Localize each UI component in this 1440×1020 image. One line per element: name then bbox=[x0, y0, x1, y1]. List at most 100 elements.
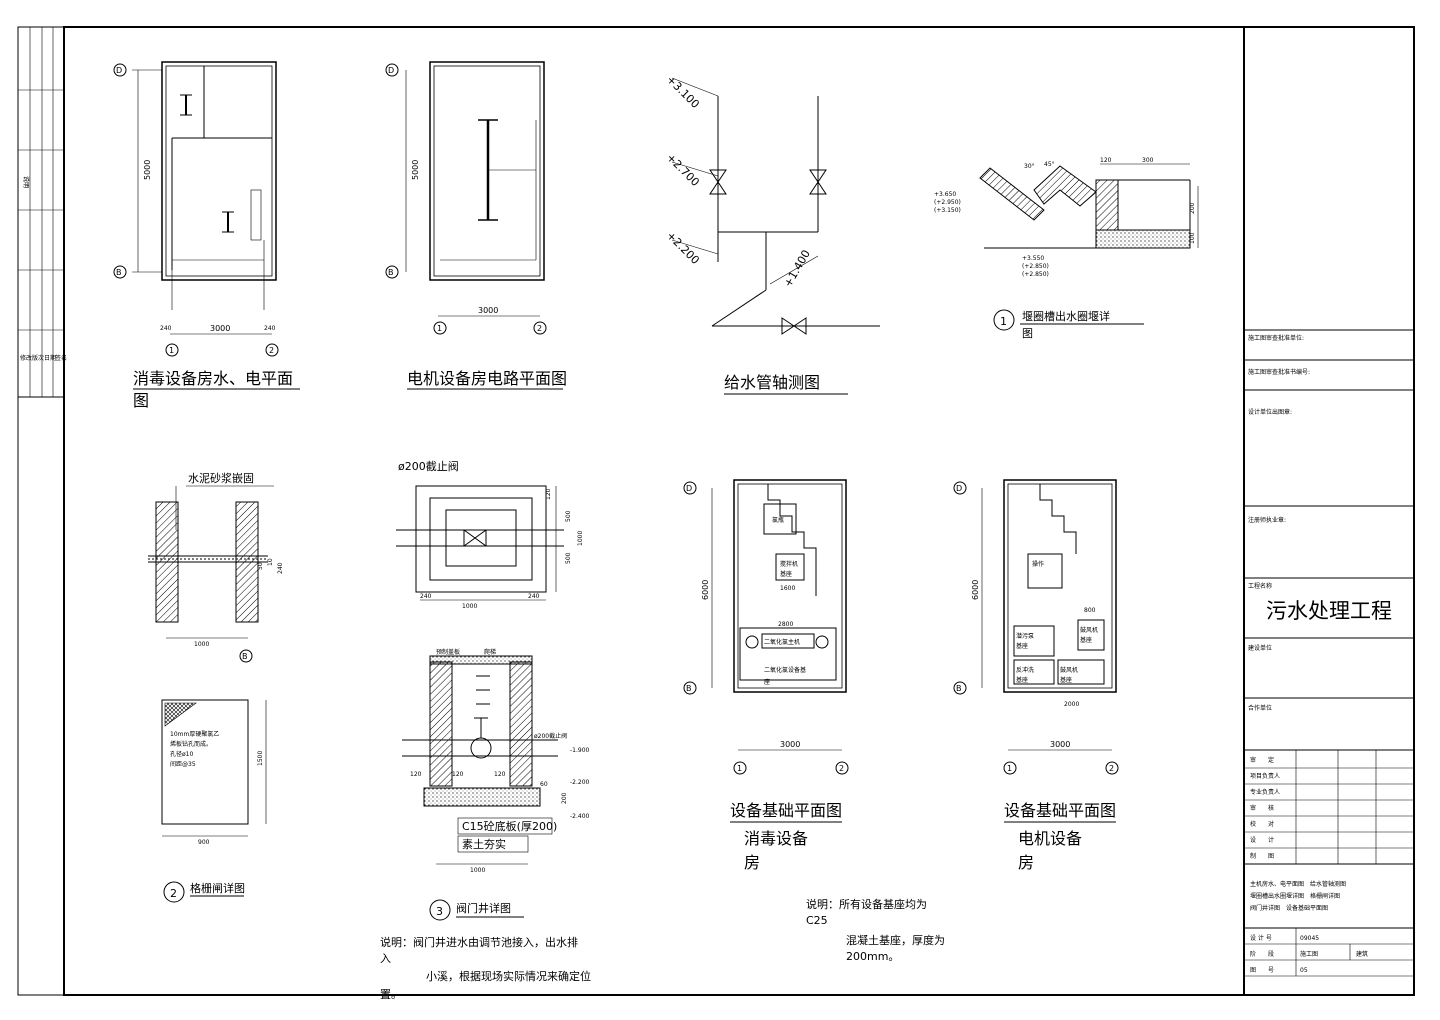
roles-table: 审 定 项目负责人 专业负责人 审 核 校 对 设 计 制 图 bbox=[1244, 750, 1414, 865]
axis-d-c: D bbox=[686, 484, 692, 493]
found-note-2: C25 bbox=[806, 914, 828, 927]
found-note-4: 200mm。 bbox=[846, 950, 899, 963]
backwash-base-2: 基座 bbox=[1016, 676, 1028, 684]
drawing-list-2: 阀门井详图 设备基础平面图 bbox=[1250, 904, 1328, 912]
dim-10: 10 bbox=[267, 558, 274, 566]
design-no-label: 设 计 号 bbox=[1250, 934, 1272, 942]
dim-300-weir: 300 bbox=[1142, 157, 1154, 164]
dim-120-weir: 120 bbox=[1100, 157, 1112, 164]
sieve-desc-2: 烯板钻孔而成。 bbox=[170, 740, 212, 748]
axis-1-c: 1 bbox=[737, 764, 742, 773]
elev-m1900: -1.900 bbox=[570, 747, 590, 754]
weir-elev-1: +3.650 bbox=[934, 191, 956, 198]
weir-elev-5: (+2.850) bbox=[1022, 263, 1049, 270]
sheet-no: 05 bbox=[1300, 967, 1308, 974]
weir-title: 堰圈槽出水圈堰详 bbox=[1022, 309, 1110, 323]
axis-b-a: B bbox=[116, 268, 122, 277]
dim-1000-valve-v: 1000 bbox=[577, 531, 584, 546]
weir-detail: 120 300 200 100 +3.650 (+2.950) (+3.150)… bbox=[934, 157, 1199, 340]
sieve-title: 格栅闸详图 bbox=[190, 881, 245, 895]
cement-embed-detail: 水泥砂浆嵌固 1000 50 10 240 B bbox=[148, 471, 284, 663]
blower-base-2: 基座 bbox=[1080, 636, 1092, 644]
valve-small-label: ø200截止阀 bbox=[534, 732, 567, 740]
revision-date: 日期 bbox=[44, 354, 56, 362]
dim-50: 50 bbox=[257, 562, 264, 570]
weir-elev-6: (+2.850) bbox=[1022, 271, 1049, 278]
weir-title-2: 图 bbox=[1022, 327, 1033, 340]
valve200-label: ø200截止阀 bbox=[398, 459, 459, 473]
cover-label: 预制盖板 bbox=[436, 648, 460, 656]
axis-b-cement: B bbox=[242, 652, 248, 661]
drawing-list-0: 主机房水、电平面图 给水管轴测图 bbox=[1250, 880, 1346, 888]
dim-6000-b: 6000 bbox=[971, 580, 980, 600]
valve-well-section: 预制盖板 爬梯 ø200截止阀 -1.900 -2.200 -2.400 60 … bbox=[380, 648, 591, 1001]
motor-plan-title: 电机设备房电路平面图 bbox=[407, 369, 567, 388]
dim-500-a: 500 bbox=[565, 510, 572, 522]
valve-note-2: 入 bbox=[380, 952, 391, 965]
axis-1-a: 1 bbox=[169, 346, 174, 355]
dim-240-valve-r: 240 bbox=[528, 593, 540, 600]
role-4: 校 对 bbox=[1250, 820, 1274, 828]
build-unit: 建设单位 bbox=[1248, 644, 1272, 652]
blower-base: 鼓风机 bbox=[1080, 626, 1098, 634]
valve-note-4: 置。 bbox=[380, 988, 402, 1001]
sieve-desc-3: 孔径ø10 bbox=[170, 750, 193, 758]
dim-60: 60 bbox=[540, 781, 548, 788]
motor-room-plan: 5000 3000 1 2 D B 电机设备房电路平面图 bbox=[385, 61, 567, 390]
title-block: 施工图审查批准单位: 施工图审查批准书编号: 设计单位出图章: 注册师执业章: … bbox=[1244, 329, 1414, 977]
axis-1-b: 1 bbox=[437, 324, 442, 333]
dim-240-valve-l: 240 bbox=[420, 593, 432, 600]
coop-unit: 合作单位 bbox=[1248, 704, 1272, 712]
dim-3000-d: 3000 bbox=[1050, 740, 1070, 749]
found1-sub: 消毒设备 bbox=[744, 829, 808, 848]
elev-2700: +2.700 bbox=[664, 151, 702, 189]
dim-120-c: 120 bbox=[452, 771, 464, 778]
axis-b-b: B bbox=[388, 268, 394, 277]
pump-base-2: 基座 bbox=[1016, 642, 1028, 650]
project-name: 污水处理工程 bbox=[1266, 599, 1392, 623]
elev-1400: +1.400 bbox=[781, 248, 813, 290]
dist-valve-label: 操作 bbox=[1032, 560, 1044, 568]
dim-120-d: 120 bbox=[494, 771, 506, 778]
dim-6000-a: 6000 bbox=[701, 580, 710, 600]
dim-1000-valve: 1000 bbox=[462, 603, 477, 610]
valve-note-3: 小溪，根据现场实际情况来确定位 bbox=[426, 969, 591, 983]
chlorine-machine: 二氧化氯主机 bbox=[764, 638, 800, 646]
role-1: 项目负责人 bbox=[1250, 772, 1280, 780]
valve-num: 3 bbox=[436, 905, 443, 918]
reg-stamp: 注册师执业章: bbox=[1248, 516, 1286, 524]
review-unit: 施工图审查批准单位: bbox=[1248, 334, 1304, 342]
pipe-iso-title: 给水管轴测图 bbox=[724, 373, 820, 392]
axis-d-b: D bbox=[388, 66, 394, 75]
cement-label: 水泥砂浆嵌固 bbox=[188, 471, 254, 485]
axis-1-d: 1 bbox=[1007, 764, 1012, 773]
chlorine-base: 二氧化氯设备基 bbox=[764, 666, 806, 674]
axis-2-b: 2 bbox=[537, 324, 542, 333]
valve-well-title: 阀门井详图 bbox=[456, 901, 511, 915]
weir-num: 1 bbox=[1000, 315, 1007, 328]
stirrer-label-2: 基座 bbox=[780, 570, 792, 578]
design-seal: 设计单位出图章: bbox=[1248, 408, 1292, 416]
drawing-list-1: 堰圈槽出水圈堰详图 格栅闸详图 bbox=[1250, 892, 1340, 900]
dim-2000: 2000 bbox=[1064, 701, 1079, 708]
disinfect-room-plan: 5000 3000 240 240 1 2 D B 消毒设备房水、电平面 图 bbox=[113, 61, 300, 410]
role-0: 审 定 bbox=[1250, 756, 1274, 764]
dim-900: 900 bbox=[198, 839, 210, 846]
dim-1600: 1600 bbox=[780, 585, 795, 592]
fan-base-2: 基座 bbox=[1060, 676, 1072, 684]
sieve-num: 2 bbox=[170, 887, 177, 900]
inner-frame bbox=[63, 26, 1415, 996]
found-note-3: 混凝土基座，厚度为 bbox=[846, 933, 945, 947]
role-6: 制 图 bbox=[1250, 852, 1274, 860]
axis-b-d: B bbox=[956, 684, 962, 693]
stage-label: 阶 段 bbox=[1250, 950, 1274, 958]
revision-note: 说明 bbox=[22, 176, 30, 188]
sheet-no-label: 图 号 bbox=[1250, 967, 1274, 974]
revision-change: 修改 bbox=[20, 354, 32, 362]
fan-base: 鼓风机 bbox=[1060, 666, 1078, 674]
found-note-1: 说明：所有设备基座均为 bbox=[806, 897, 927, 911]
dim-2800: 2800 bbox=[778, 621, 793, 628]
dim-3000-c: 3000 bbox=[780, 740, 800, 749]
elev-m2400: -2.400 bbox=[570, 813, 590, 820]
